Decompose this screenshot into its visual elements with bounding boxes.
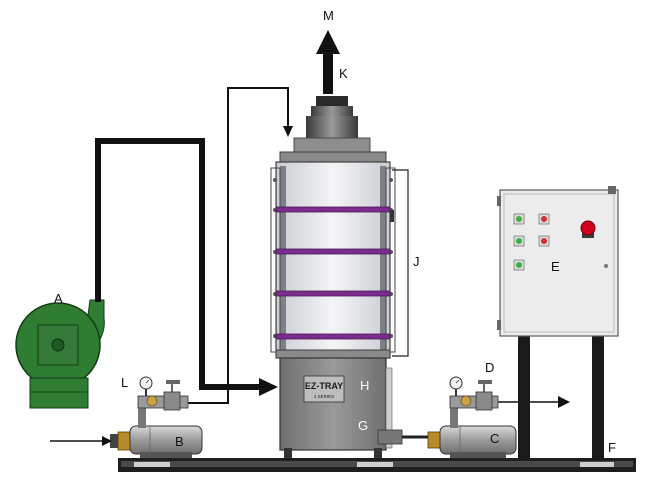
label-d: D xyxy=(485,360,494,375)
valve-assembly-l xyxy=(137,376,189,411)
sump-housing: EZ-TRAY 4 SERIES xyxy=(279,357,440,458)
label-g: G xyxy=(358,418,368,433)
tray-bands xyxy=(275,206,391,340)
label-k: K xyxy=(339,66,348,81)
scrubber-column xyxy=(270,151,396,359)
unit-name: EZ-TRAY xyxy=(305,381,343,391)
valve-icon xyxy=(460,380,493,411)
gauge-icon xyxy=(449,376,463,396)
blower-icon xyxy=(15,299,105,409)
gauge-icon xyxy=(139,376,153,396)
label-l: L xyxy=(121,375,128,390)
base-skid xyxy=(118,458,636,472)
pump-icon xyxy=(110,408,203,458)
inlet-arrow xyxy=(50,436,112,446)
return-line xyxy=(188,87,293,404)
label-c: C xyxy=(490,431,499,446)
supply-duct xyxy=(95,138,278,396)
emergency-stop-icon xyxy=(580,220,596,238)
discharge-arrow xyxy=(498,396,570,408)
packing-bracket xyxy=(392,169,409,357)
label-e: E xyxy=(551,259,560,274)
unit-subtitle: 4 SERIES xyxy=(314,394,334,399)
label-m: M xyxy=(323,8,334,23)
label-b: B xyxy=(175,434,184,449)
exhaust-stack xyxy=(293,30,371,153)
label-h: H xyxy=(360,378,369,393)
label-j: J xyxy=(413,254,420,269)
control-panel-icon xyxy=(497,186,619,460)
pump-icon xyxy=(427,408,517,458)
label-a: A xyxy=(54,291,63,306)
valve-icon xyxy=(146,380,181,411)
callout-labels: A B C D E F G H J K L M xyxy=(54,8,616,455)
indicator-lights xyxy=(513,213,550,271)
label-f: F xyxy=(608,440,616,455)
valve-assembly-d xyxy=(449,376,499,411)
